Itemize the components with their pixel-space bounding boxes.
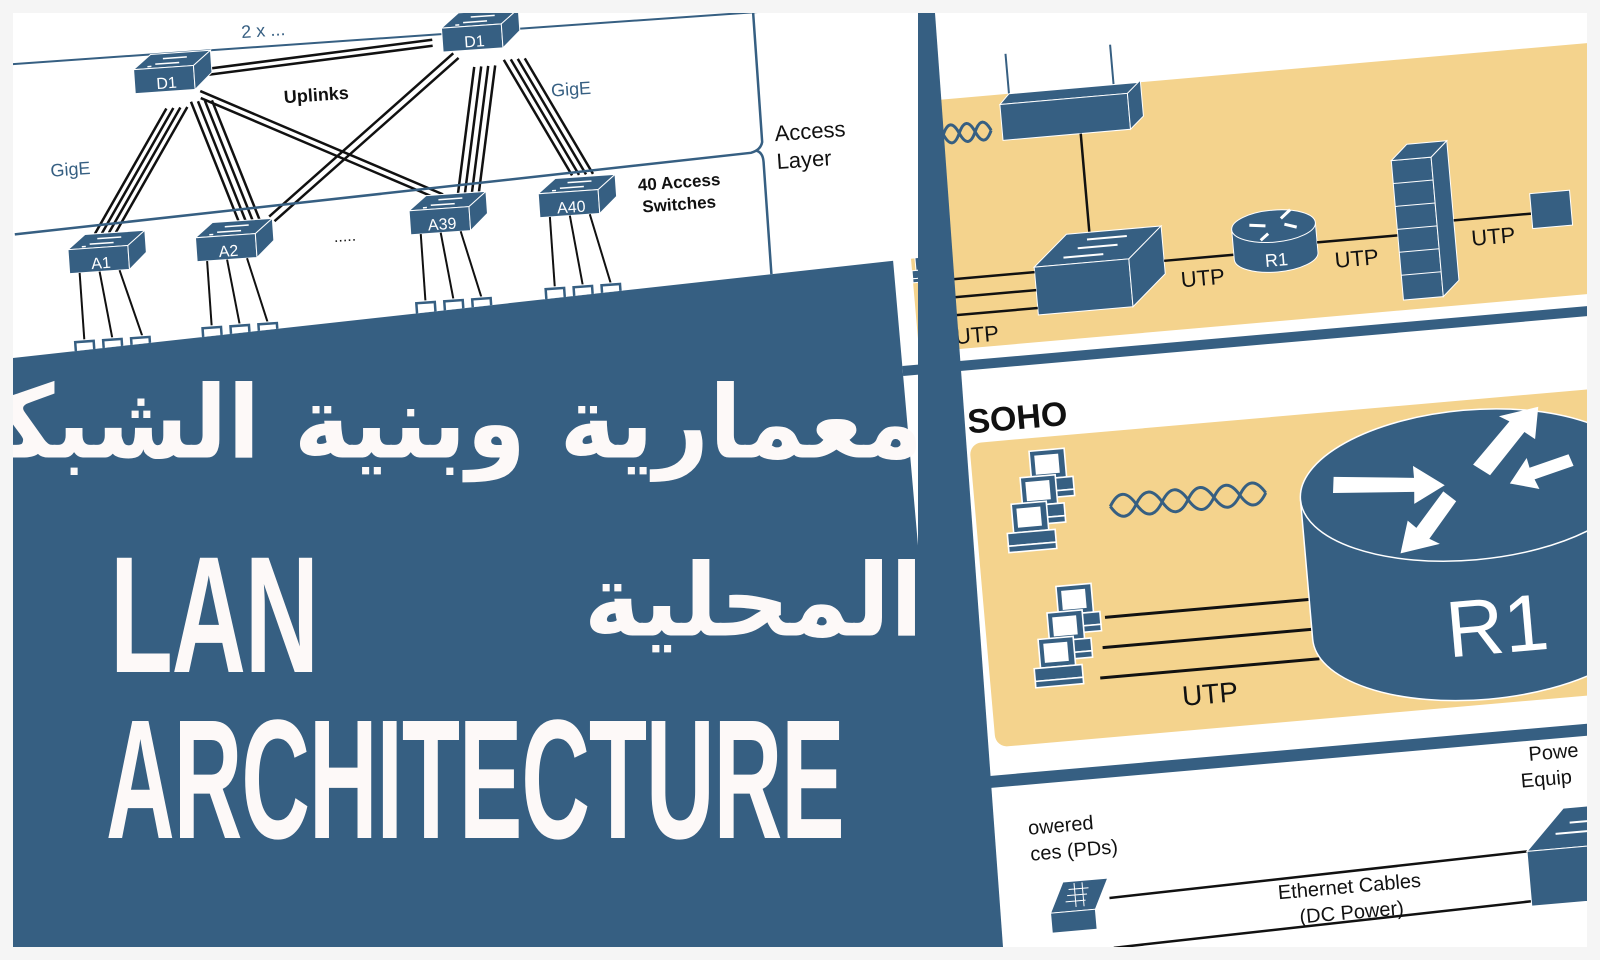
firewall-icon (1389, 139, 1460, 301)
gige-label: GigE (50, 158, 91, 181)
svg-text:A40: A40 (557, 199, 587, 218)
router-icon: R1 (1231, 208, 1319, 273)
english-title-line1: LAN (110, 523, 319, 708)
switch-d1: D1 (131, 49, 214, 95)
uplinks-label: Uplinks (283, 83, 349, 107)
router-icon-large: R1 (1299, 406, 1587, 702)
arabic-title-line2: المحلية (583, 542, 923, 660)
access-layer-label: Layer (776, 145, 833, 174)
partial-top-label: 2 x ... (241, 19, 286, 42)
ip-phone-icon (1049, 877, 1109, 934)
ellipsis: ..... (333, 228, 356, 247)
access-layer-label: Access (774, 116, 846, 146)
utp-label: UTP (1181, 676, 1239, 712)
speed-label: 10/100/1000 (537, 317, 638, 344)
switch-a39: A39 (407, 190, 490, 236)
svg-text:A2: A2 (218, 243, 239, 261)
svg-text:D1: D1 (464, 33, 486, 51)
thumbnail-frame: o UTP UTP (13, 13, 1587, 947)
utp-label: UTP (1470, 222, 1516, 251)
svg-text:D1: D1 (156, 75, 178, 93)
speed-label: 10/100/1000 (408, 331, 509, 358)
pse-label: Powe (1528, 740, 1580, 766)
poe-switch-icon (1525, 798, 1587, 907)
switch-a40: A40 (536, 173, 619, 219)
arabic-title-line1: معمارية وبنية الشبكة (13, 364, 923, 482)
router-label: R1 (1264, 249, 1289, 271)
right-diagrams: o UTP UTP (867, 13, 1587, 947)
uplink-cables (93, 38, 595, 235)
campus-diagram: 2 x ... D1 D1 (13, 13, 1003, 947)
switch-a1: A1 (66, 229, 149, 275)
utp-label: UTP (1180, 264, 1226, 293)
pc-count-label: 1000 PCs (670, 279, 747, 303)
router-label: R1 (1442, 577, 1552, 675)
svg-text:A1: A1 (91, 255, 112, 273)
pse-label: Equip (1520, 766, 1573, 792)
switch-a2: A2 (193, 217, 276, 263)
wireless-ap-icon (998, 44, 1144, 141)
utp-label: UTP (1334, 244, 1380, 273)
utp-label: UTP (954, 321, 1000, 350)
wireless-wave-icon (1108, 481, 1268, 518)
soho-title: SOHO (966, 395, 1069, 442)
english-title-line2: ARCHITECTURE (106, 685, 845, 875)
lan-switch-icon (1032, 224, 1166, 316)
svg-text:A39: A39 (427, 216, 457, 235)
switch-d1-right: D1 (439, 13, 522, 53)
gige-label: GigE (550, 78, 591, 101)
